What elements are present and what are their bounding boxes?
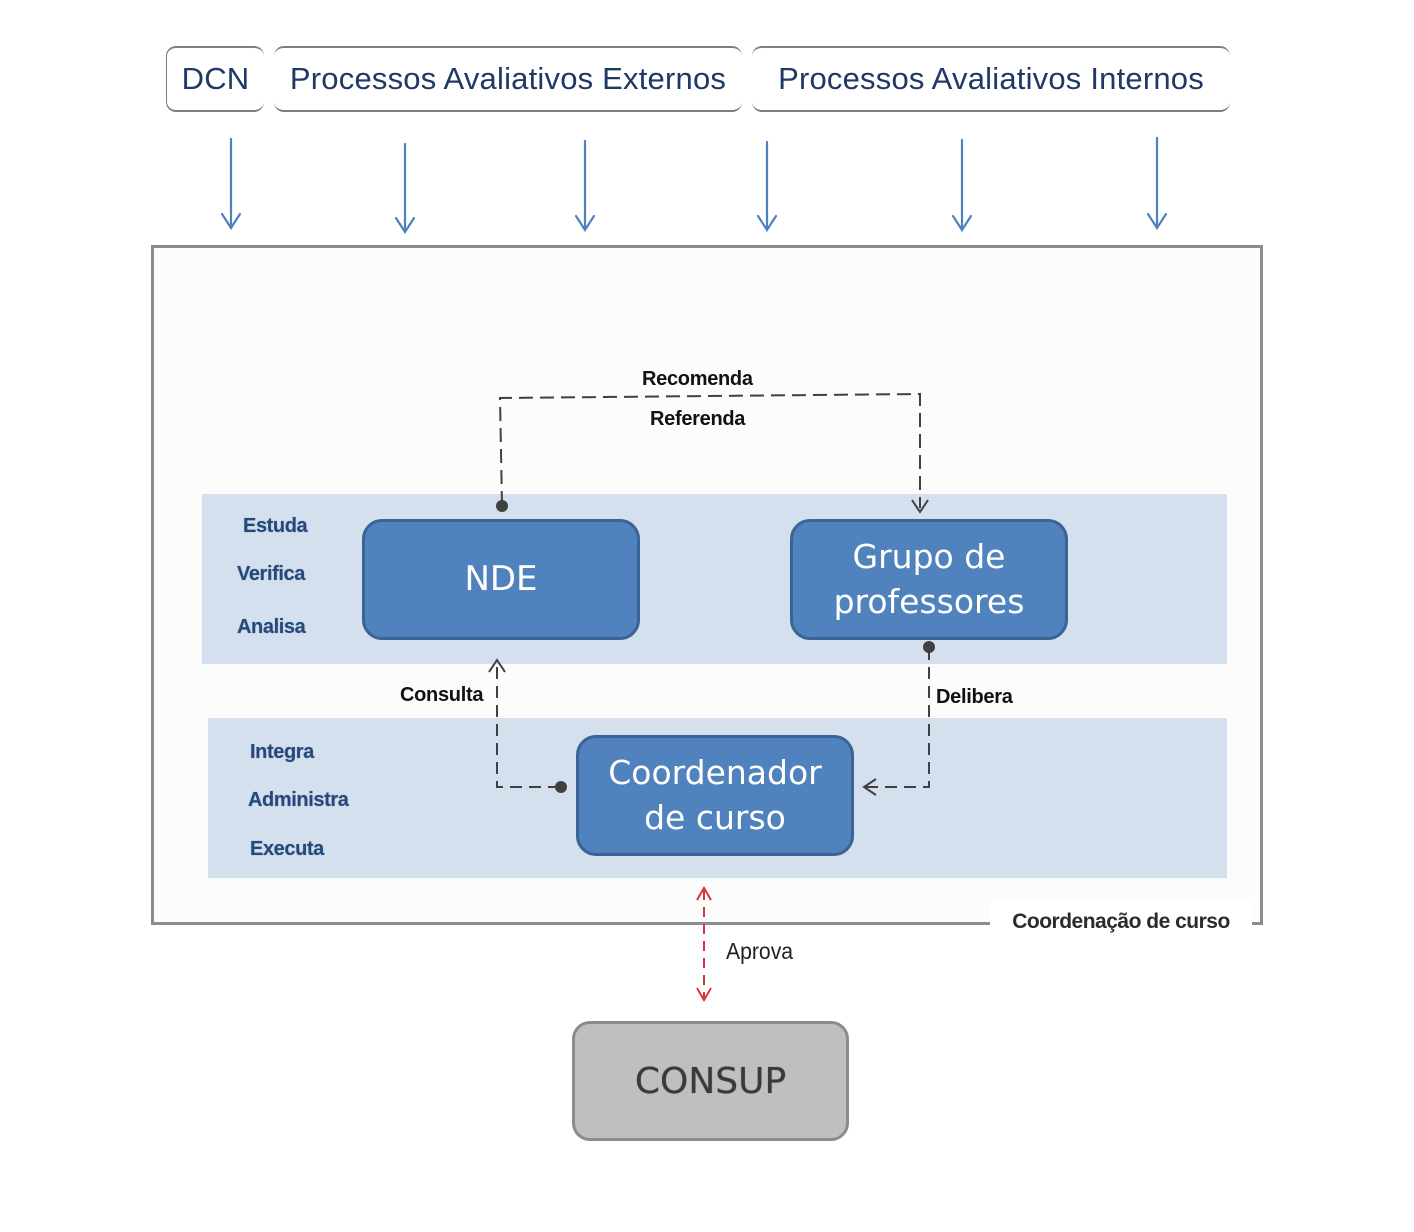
upper-band <box>202 494 1227 664</box>
node-label: CONSUP <box>634 1060 787 1102</box>
verb-executa: Executa <box>250 838 324 860</box>
header-box-label: DCN <box>181 61 250 96</box>
node-label-line-2: professores <box>833 581 1025 621</box>
label-consulta: Consulta <box>400 684 484 706</box>
frame-label: Coordenação de curso <box>990 900 1252 944</box>
input-arrow-icon <box>394 142 416 235</box>
input-arrow-icon <box>951 138 973 233</box>
header-box-internal-evaluation: Processos Avaliativos Internos <box>752 46 1230 112</box>
node-nde[interactable]: NDE <box>362 519 640 640</box>
header-box-label: Processos Avaliativos Externos <box>289 61 727 96</box>
node-coordenador-de-curso[interactable]: Coordenador de curso <box>576 735 854 856</box>
node-label-line-1: Coordenador <box>608 752 822 792</box>
verb-estuda: Estuda <box>243 515 308 537</box>
frame-label-text: Coordenação de curso <box>1012 910 1230 933</box>
verb-analisa: Analisa <box>237 616 306 638</box>
header-box-external-evaluation: Processos Avaliativos Externos <box>274 46 742 112</box>
verb-administra: Administra <box>248 789 349 811</box>
label-aprova: Aprova <box>726 938 794 964</box>
label-delibera: Delibera <box>936 686 1013 708</box>
verb-verifica: Verifica <box>237 563 305 585</box>
node-label: NDE <box>464 558 538 599</box>
input-arrow-icon <box>1146 136 1168 231</box>
verb-integra: Integra <box>250 741 314 763</box>
input-arrow-icon <box>574 139 596 233</box>
node-grupo-de-professores[interactable]: Grupo de professores <box>790 519 1068 640</box>
node-label-line-1: Grupo de <box>852 536 1006 576</box>
input-arrow-icon <box>220 137 242 231</box>
input-arrow-icon <box>756 140 778 233</box>
label-recomenda: Recomenda <box>642 368 753 390</box>
node-label-line-2: de curso <box>644 797 786 837</box>
label-referenda: Referenda <box>650 408 746 430</box>
node-consup[interactable]: CONSUP <box>572 1021 849 1141</box>
header-box-label: Processos Avaliativos Internos <box>778 61 1204 96</box>
header-box-dcn: DCN <box>166 46 264 112</box>
